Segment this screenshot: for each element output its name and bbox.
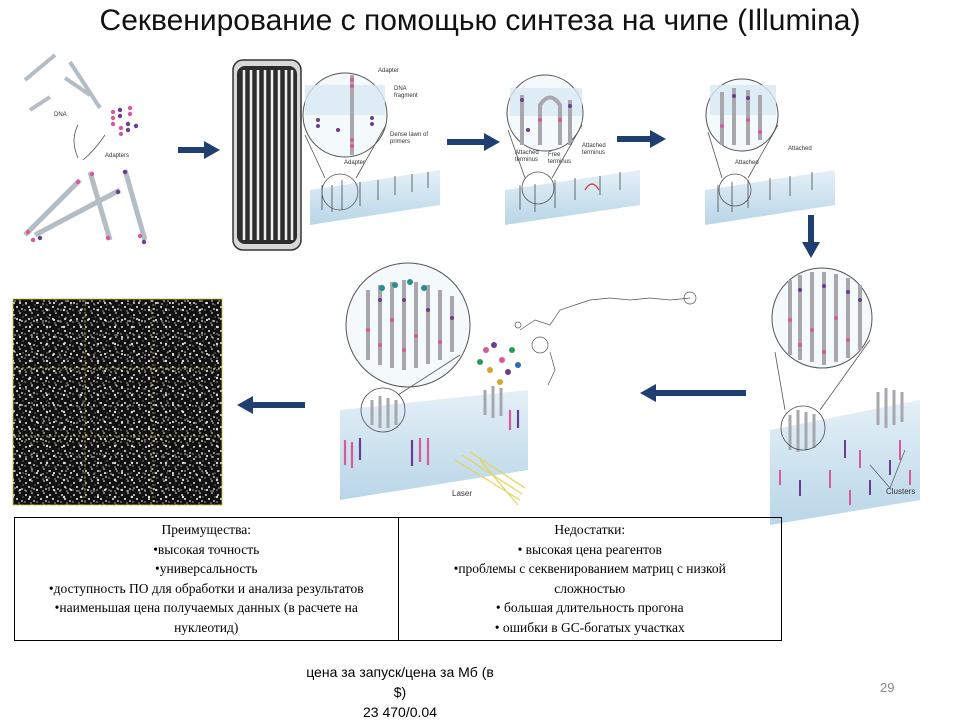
label-clusters: Clusters <box>886 487 916 496</box>
label-dense-lawn: Dense lawn of primers <box>390 132 429 145</box>
disadvantage-item: • большая длительность прогона <box>495 600 684 615</box>
panel-bridge-amplification <box>505 74 640 225</box>
panel-attached-strands <box>705 78 835 225</box>
label-adapters: Adapters <box>105 153 130 159</box>
page-number: 29 <box>880 680 895 695</box>
price-label: цена за запуск/цена за Мб (в $) <box>306 664 494 700</box>
price-value: 23 470/0.04 <box>363 704 437 720</box>
label-adapter: Adapter <box>378 68 400 74</box>
disadvantage-item: •проблемы с секвенированием матриц с низ… <box>453 561 726 576</box>
label-attached-1: Attached <box>735 160 759 166</box>
panel-attach-surface <box>302 72 440 225</box>
advantages-column: Преимущества: •высокая точность •универс… <box>15 518 399 640</box>
arrow-left-2 <box>237 396 305 414</box>
arrow-left-1 <box>640 384 746 402</box>
disadvantages-header: Недостатки: <box>554 522 626 537</box>
arrow-right-1 <box>178 141 220 159</box>
panel-sequencing-laser <box>340 262 697 506</box>
label-attached-terminus: Attached terminus <box>515 150 539 163</box>
arrow-right-2 <box>447 133 500 151</box>
advantage-item: •высокая точность <box>153 541 260 557</box>
pros-cons-table: Преимущества: •высокая точность •универс… <box>14 517 782 641</box>
label-attached-2: Attached <box>788 146 812 152</box>
price-block: цена за запуск/цена за Мб (в $) 23 470/0… <box>300 662 500 722</box>
advantages-header: Преимущества: <box>161 522 252 537</box>
flow-cell-chip <box>232 59 302 251</box>
arrow-right-3 <box>617 130 666 148</box>
panel-clusters <box>770 267 920 525</box>
disadvantage-item: сложностью <box>554 580 626 596</box>
slide-title: Секвенирование с помощью синтеза на чипе… <box>99 4 861 37</box>
label-free-terminus: Free terminus <box>548 152 572 165</box>
advantage-item: •наименьшая цена получаемых данных (в ра… <box>54 600 358 615</box>
label-dna: DNA <box>54 112 67 118</box>
label-dna-fragment: DNA fragment <box>394 86 418 99</box>
fluorescence-image <box>12 298 223 506</box>
disadvantage-item: • высокая цена реагентов <box>517 541 662 557</box>
label-attached-terminus-2: Attached terminus <box>582 143 606 156</box>
disadvantage-item: • ошибки в GC-богатых участках <box>494 619 685 635</box>
label-laser: Laser <box>452 489 473 498</box>
arrow-down <box>802 215 820 258</box>
advantage-item: •доступность ПО для обработки и анализа … <box>48 580 364 596</box>
panel-dna-adapters <box>23 53 148 245</box>
advantage-item: •универсальность <box>155 561 258 576</box>
disadvantages-column: Недостатки: • высокая цена реагентов •пр… <box>399 518 782 640</box>
advantage-item: нуклеотид) <box>174 619 239 635</box>
label-adapter-bottom: Adapter <box>344 160 366 166</box>
